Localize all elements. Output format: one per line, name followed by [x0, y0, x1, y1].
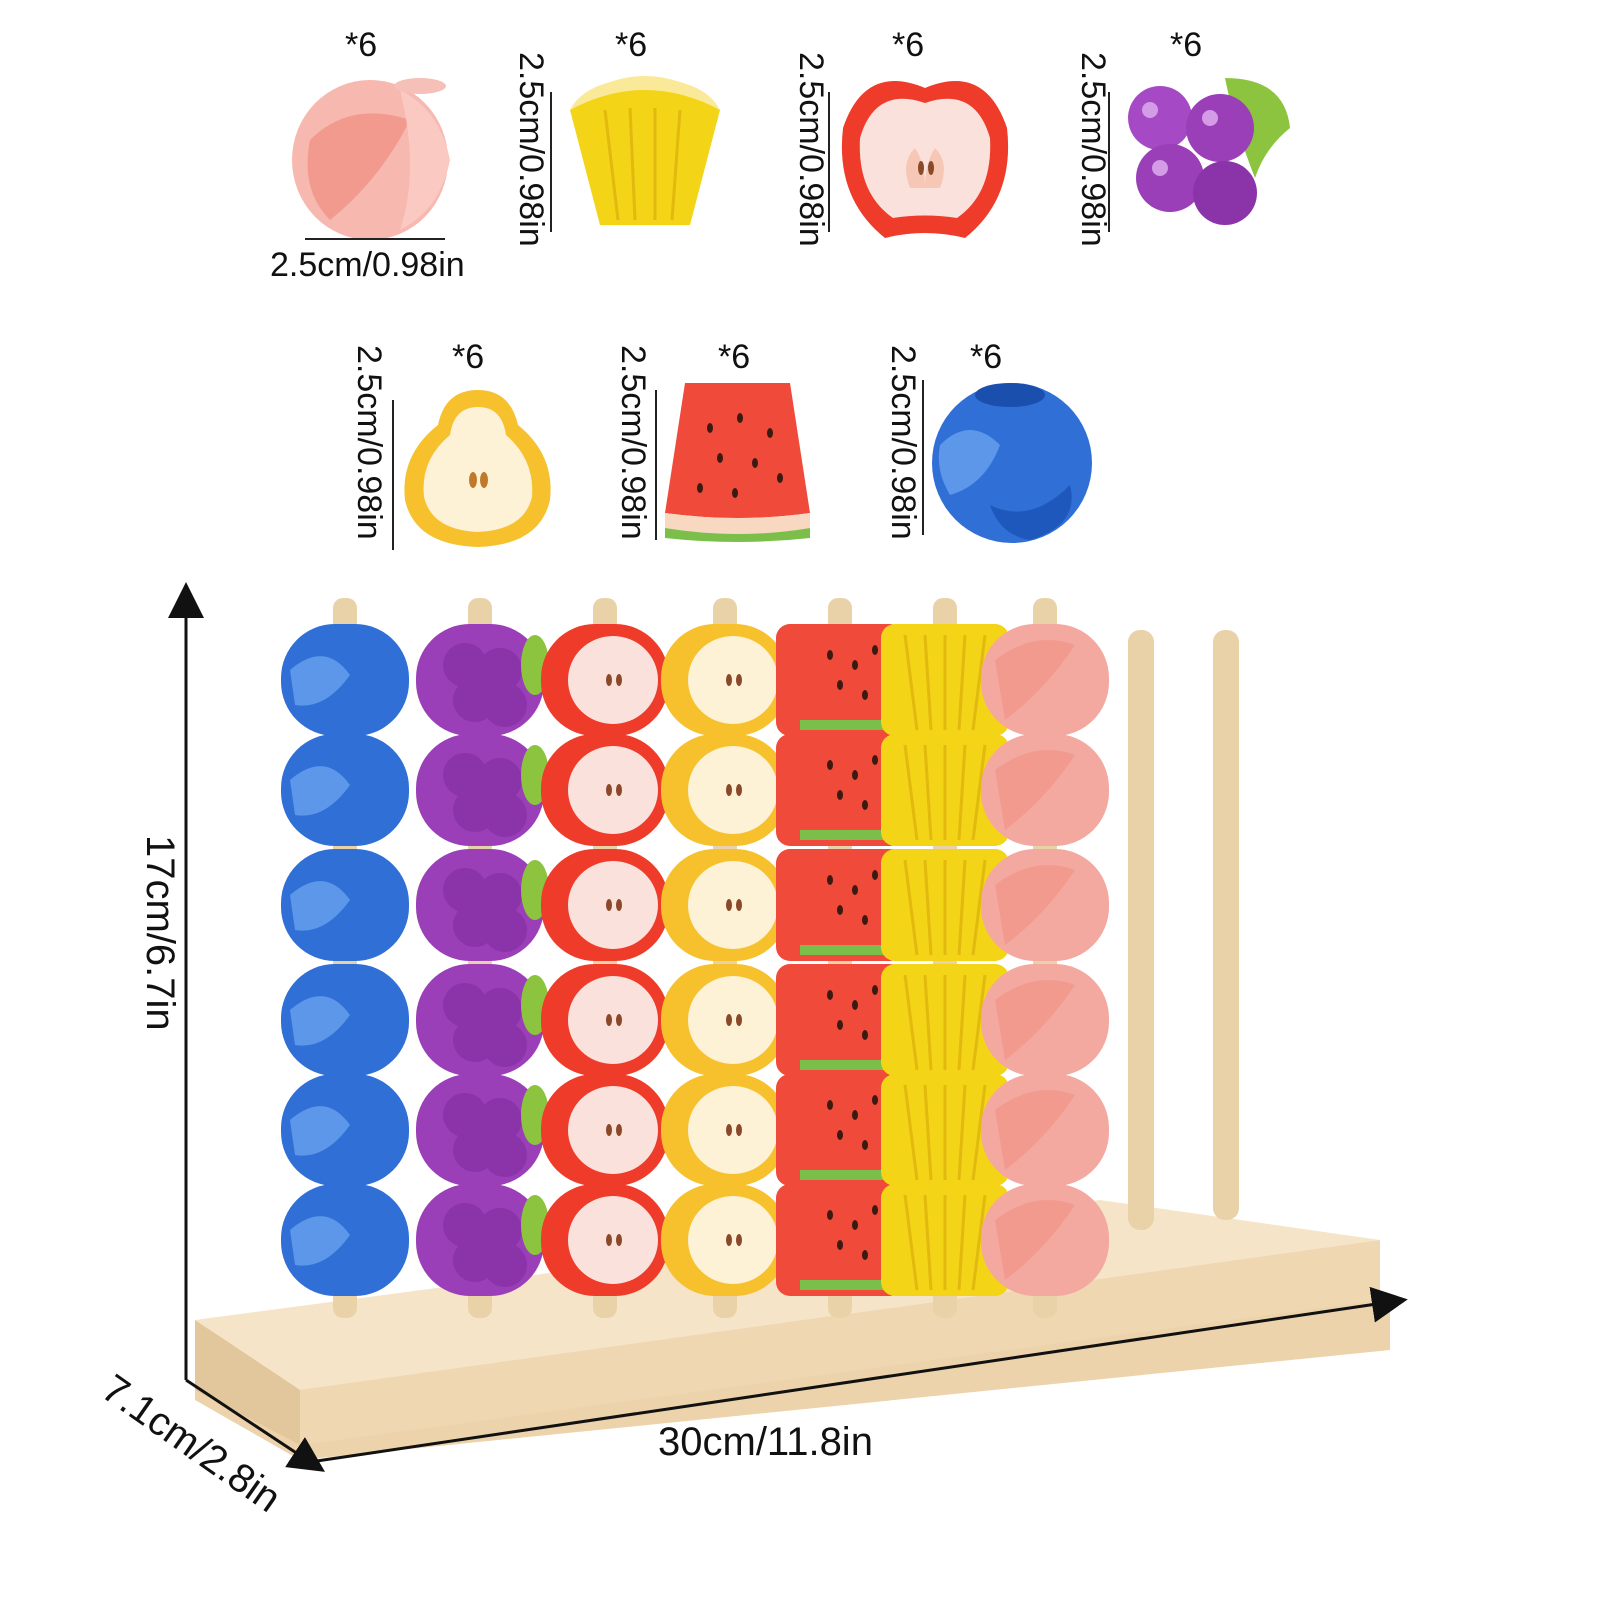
- pineapple-stacked-piece: [881, 624, 1009, 736]
- pear-stacked-piece: [661, 964, 789, 1076]
- apple-stacked-piece: [541, 1184, 669, 1296]
- watermelon-stacked-piece: [776, 734, 904, 846]
- pineapple-stacked-piece: [881, 1074, 1009, 1186]
- pineapple-quantity: *6: [615, 26, 648, 64]
- peach-width-line: [305, 238, 445, 240]
- grape-piece: [1115, 68, 1295, 238]
- apple-quantity: *6: [892, 26, 925, 64]
- grape-height-line: [1108, 92, 1110, 232]
- apple-stacked-piece: [541, 624, 669, 736]
- apple-stacked-piece: [541, 849, 669, 961]
- grape-stacked-piece: [416, 1074, 549, 1186]
- apple-stacked-piece: [541, 1074, 669, 1186]
- grape-stacked-piece: [416, 964, 549, 1076]
- watermelon-piece: [660, 378, 815, 543]
- pear-stacked-piece: [661, 849, 789, 961]
- pineapple-stacked-piece: [881, 734, 1009, 846]
- width-dimension-label: 30cm/11.8in: [658, 1420, 873, 1464]
- blueberry-stacked-piece: [281, 849, 409, 961]
- pear-stacked-piece: [661, 624, 789, 736]
- pear-stacked-piece: [661, 1074, 789, 1186]
- pineapple-stacked-piece: [881, 964, 1009, 1076]
- height-dimension-label: 17cm/6.7in: [138, 835, 182, 1031]
- apple-piece: [835, 68, 1015, 243]
- watermelon-quantity: *6: [718, 338, 751, 376]
- peach-stacked-piece: [981, 1074, 1109, 1186]
- blueberry-stacked-piece: [281, 1184, 409, 1296]
- peach-piece: [290, 70, 460, 240]
- apple-stacked-piece: [541, 734, 669, 846]
- pineapple-height-line: [550, 92, 552, 232]
- blueberry-stacked-piece: [281, 964, 409, 1076]
- peach-size-label: 2.5cm/0.98in: [270, 246, 465, 284]
- grape-quantity: *6: [1170, 26, 1203, 64]
- blueberry-quantity: *6: [970, 338, 1003, 376]
- peach-stacked-piece: [981, 849, 1109, 961]
- pear-stacked-piece: [661, 1184, 789, 1296]
- blueberry-stacked-piece: [281, 1074, 409, 1186]
- pineapple-piece: [560, 70, 730, 230]
- apple-stacked-piece: [541, 964, 669, 1076]
- pineapple-stacked-piece: [881, 849, 1009, 961]
- peach-stacked-piece: [981, 734, 1109, 846]
- watermelon-stacked-piece: [776, 1184, 904, 1296]
- blueberry-stacked-piece: [281, 624, 409, 736]
- pear-quantity: *6: [452, 338, 485, 376]
- peach-stacked-piece: [981, 624, 1109, 736]
- watermelon-height-line: [655, 390, 657, 540]
- apple-height-line: [828, 92, 830, 232]
- blueberry-height-line: [922, 380, 924, 535]
- peach-stacked-piece: [981, 964, 1109, 1076]
- pear-piece: [400, 385, 555, 550]
- watermelon-stacked-piece: [776, 849, 904, 961]
- pear-stacked-piece: [661, 734, 789, 846]
- pear-height-line: [392, 400, 394, 550]
- blueberry-piece: [930, 375, 1095, 545]
- peach-stacked-piece: [981, 1184, 1109, 1296]
- blueberry-stacked-piece: [281, 734, 409, 846]
- peach-quantity: *6: [345, 26, 378, 64]
- pineapple-stacked-piece: [881, 1184, 1009, 1296]
- grape-stacked-piece: [416, 624, 549, 736]
